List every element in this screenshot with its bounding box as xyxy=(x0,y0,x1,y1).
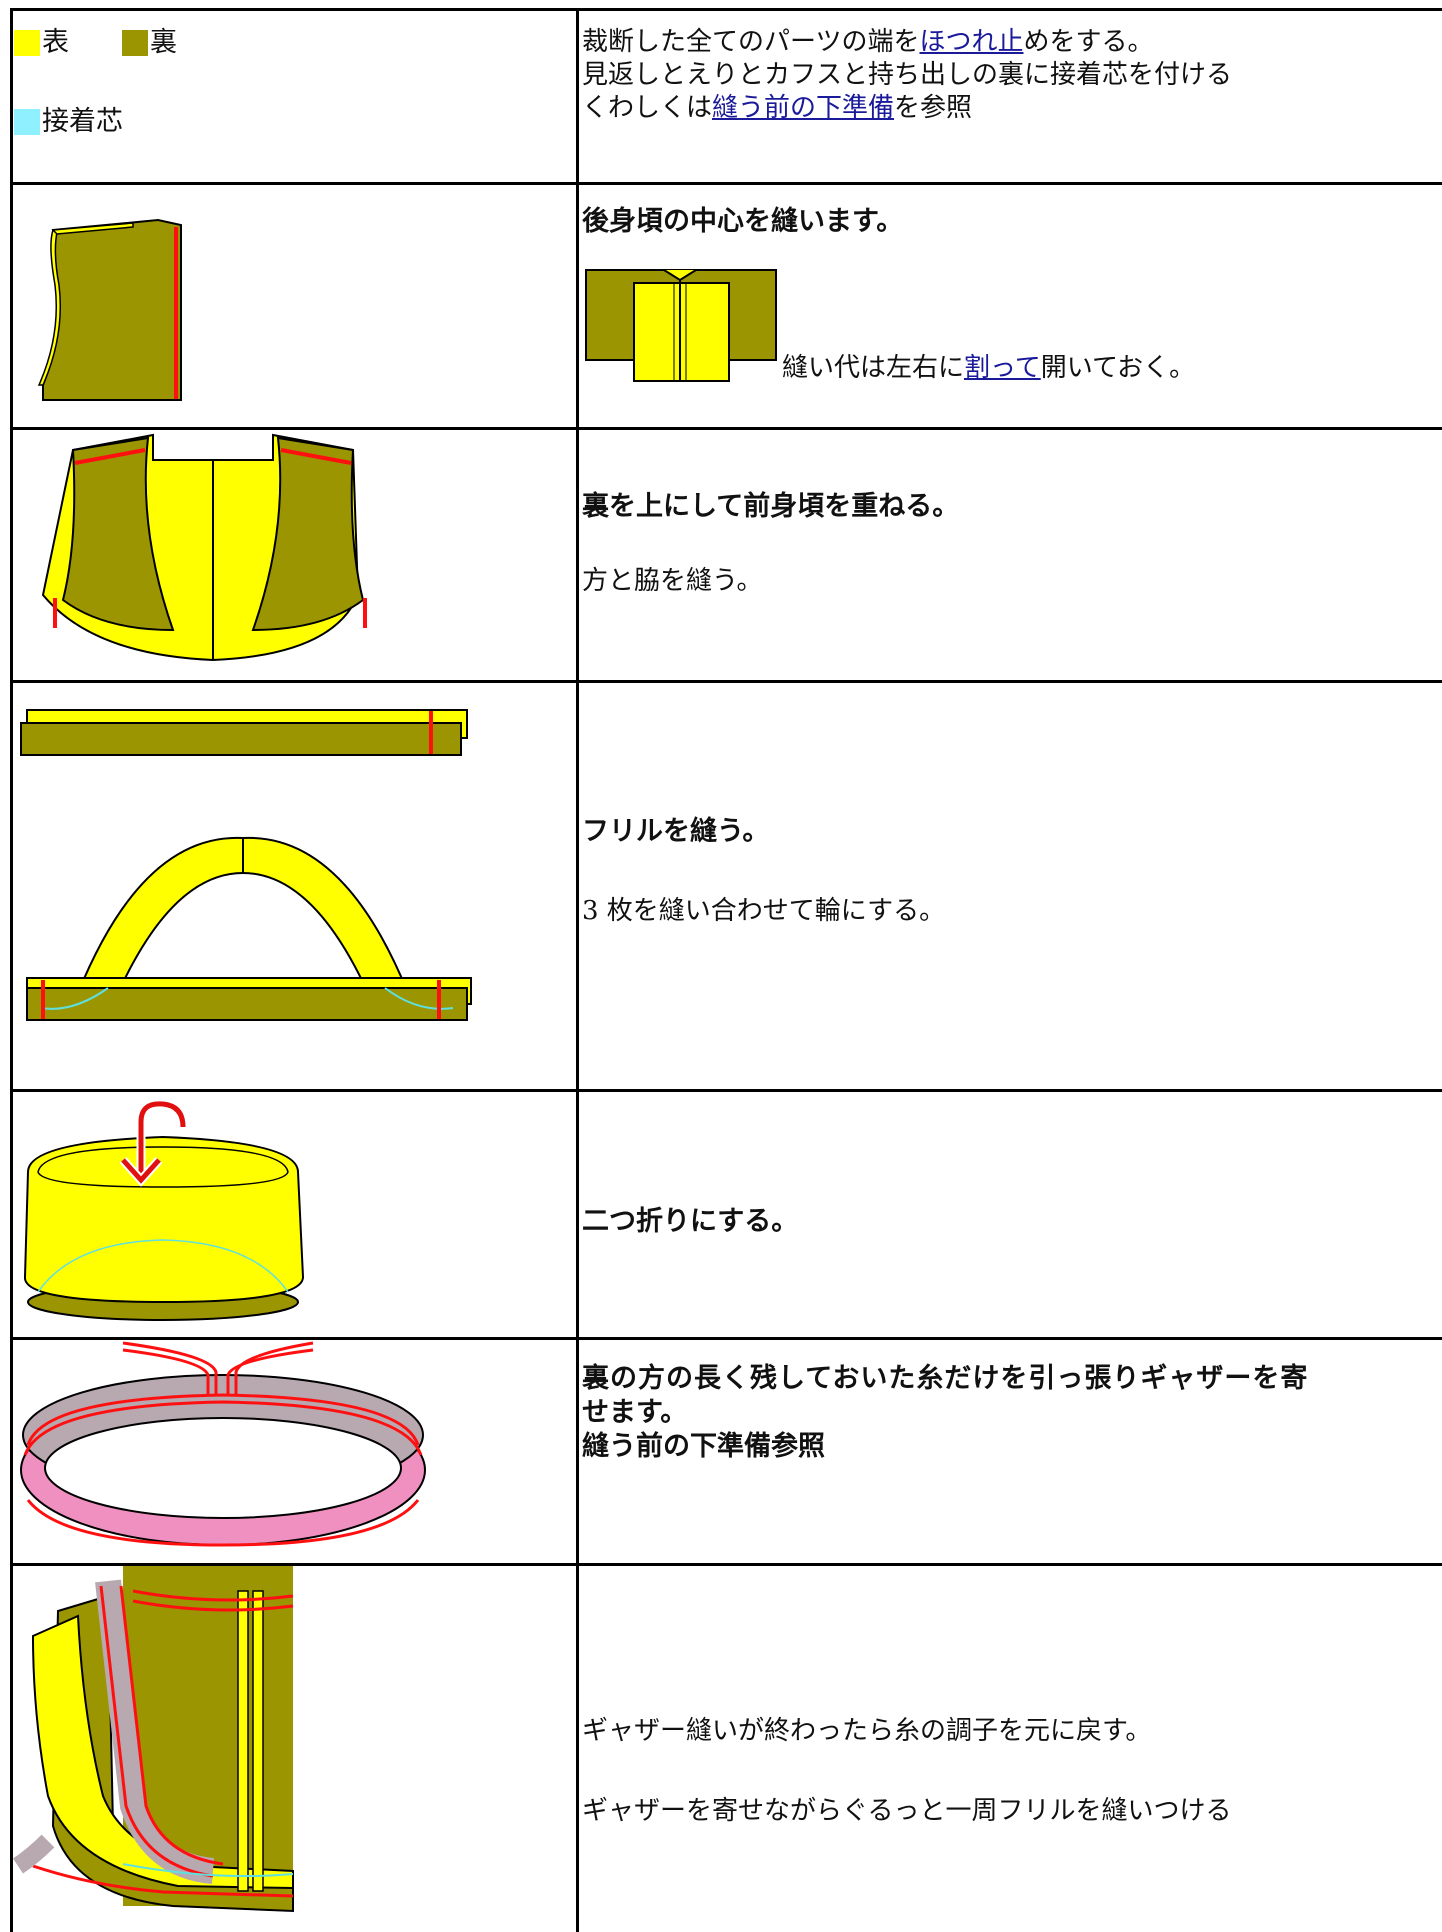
step-attach-frill-note-1: ギャザー縫いが終わったら糸の調子を元に戻す。 xyxy=(582,1715,1442,1748)
step-title: 二つ折りにする。 xyxy=(582,1206,799,1237)
fray-stop-link[interactable]: ほつれ止 xyxy=(919,27,1024,57)
intro-line-2: 見返しとえりとカフスと持ち出しの裏に接着芯を付ける xyxy=(582,60,1233,90)
step-fold: 二つ折りにする。 xyxy=(582,1205,1442,1239)
step-title: 後身頃の中心を縫います。 xyxy=(582,206,904,237)
intro-text: 裁断した全てのパーツの端をほつれ止めをする。 見返しとえりとカフスと持ち出しの裏… xyxy=(582,26,1442,125)
frill-illustration xyxy=(13,683,577,1089)
step-back-center-note: 縫い代は左右に割って開いておく。 xyxy=(782,352,1195,385)
fold-illustration xyxy=(13,1092,577,1337)
step-note: ギャザーを寄せながらぐるっと一周フリルを縫いつける xyxy=(582,1796,1232,1826)
table-border-top xyxy=(10,8,1442,11)
back-swatch-icon xyxy=(122,30,148,56)
column-divider xyxy=(576,8,579,1932)
step-attach-frill-note-2: ギャザーを寄せながらぐるっと一周フリルを縫いつける xyxy=(582,1795,1442,1828)
legend-interfacing-label: 接着芯 xyxy=(42,106,123,137)
intro-line1-pre: 裁断した全てのパーツの端を xyxy=(582,27,920,57)
legend-front-label: 表 xyxy=(42,27,69,58)
step-front-overlay: 裏を上にして前身頃を重ねる。 xyxy=(582,490,1442,524)
row-divider xyxy=(10,1089,1442,1092)
legend-back-label: 裏 xyxy=(150,27,177,58)
table-border-left xyxy=(10,8,13,1932)
back-bodice-illustration xyxy=(13,185,577,427)
front-bodice-illustration xyxy=(13,430,577,680)
step-title: 裏を上にして前身頃を重ねる。 xyxy=(582,491,960,522)
step-gather: 裏の方の長く残しておいた糸だけを引っ張りギャザーを寄 せます。 縫う前の下準備参… xyxy=(582,1362,1442,1464)
intro-line3-pre: くわしくは xyxy=(582,93,713,123)
step-title-line-3: 縫う前の下準備参照 xyxy=(582,1431,825,1462)
legend-item-interfacing: 接着芯 xyxy=(14,105,123,139)
step-frill: フリルを縫う。 xyxy=(582,815,1442,849)
seam-open-illustration xyxy=(584,268,779,386)
press-open-link[interactable]: 割って xyxy=(964,353,1041,383)
row-divider xyxy=(10,1563,1442,1566)
step-title: フリルを縫う。 xyxy=(582,816,770,847)
preparation-link[interactable]: 縫う前の下準備 xyxy=(712,93,895,123)
step-note: ギャザー縫いが終わったら糸の調子を元に戻す。 xyxy=(582,1716,1152,1746)
note-post: 開いておく。 xyxy=(1040,353,1196,383)
step-title-line-2: せます。 xyxy=(582,1397,688,1428)
front-swatch-icon xyxy=(14,30,40,56)
row-divider xyxy=(10,427,1442,430)
step-note: 3 枚を縫い合わせて輪にする。 xyxy=(582,896,946,926)
intro-line1-post: めをする。 xyxy=(1023,27,1154,57)
gather-illustration xyxy=(13,1340,577,1563)
row-divider xyxy=(10,680,1442,683)
legend-item-front: 表 xyxy=(14,26,69,60)
step-note: 方と脇を縫う。 xyxy=(582,566,763,596)
row-divider xyxy=(10,182,1442,185)
interfacing-swatch-icon xyxy=(14,109,40,135)
note-pre: 縫い代は左右に xyxy=(782,353,965,383)
step-frill-note: 3 枚を縫い合わせて輪にする。 xyxy=(582,895,1442,928)
intro-line-1: 裁断した全てのパーツの端をほつれ止めをする。 xyxy=(582,26,1442,59)
step-title-line-1: 裏の方の長く残しておいた糸だけを引っ張りギャザーを寄 xyxy=(582,1363,1309,1394)
legend-item-back: 裏 xyxy=(122,26,177,60)
intro-line3-post: を参照 xyxy=(894,93,973,123)
row-divider xyxy=(10,1337,1442,1340)
step-front-overlay-note: 方と脇を縫う。 xyxy=(582,565,1442,598)
intro-line-3: くわしくは縫う前の下準備を参照 xyxy=(582,92,1442,125)
step-back-center: 後身頃の中心を縫います。 xyxy=(582,205,1442,239)
attach-frill-illustration xyxy=(13,1566,577,1932)
